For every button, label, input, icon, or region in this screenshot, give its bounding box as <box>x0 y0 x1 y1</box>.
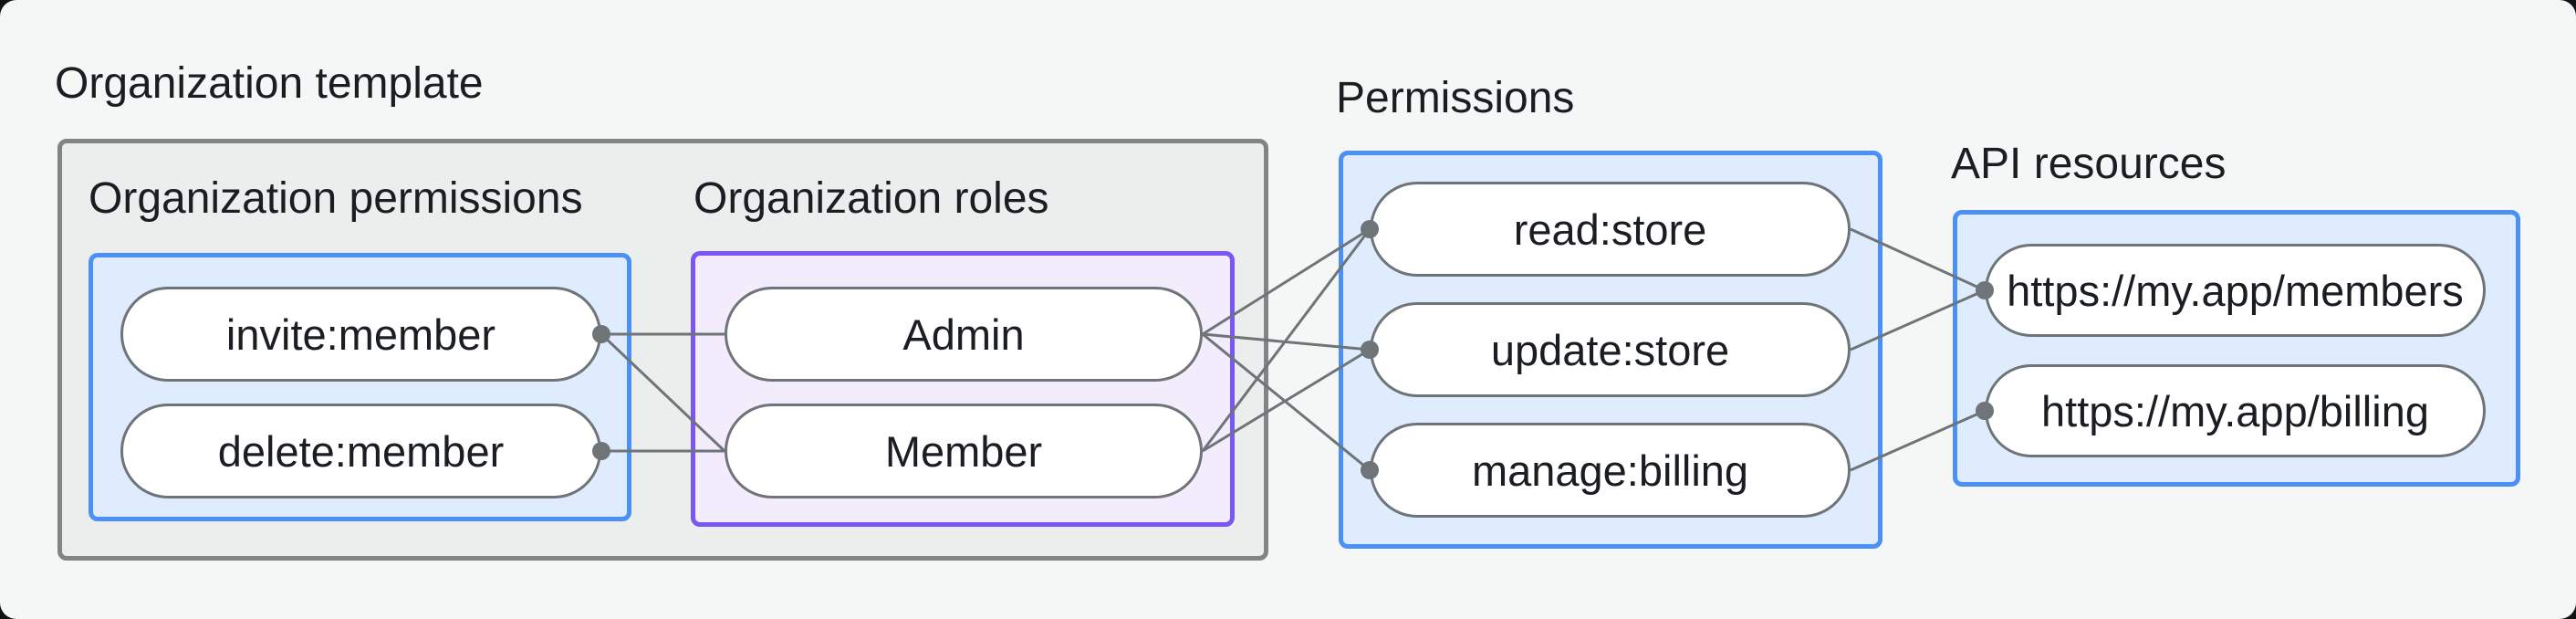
node-manage-billing: manage:billing <box>1370 423 1851 518</box>
api-resources-heading: API resources <box>1951 140 2227 188</box>
org-template-heading: Organization template <box>55 59 484 108</box>
node-api-billing-url: https://my.app/billing <box>1985 364 2486 457</box>
node-read-store: read:store <box>1370 182 1851 277</box>
node-admin-role: Admin <box>725 287 1203 382</box>
node-member-role: Member <box>725 404 1203 498</box>
node-update-store: update:store <box>1370 302 1851 397</box>
org-roles-heading: Organization roles <box>694 174 1049 223</box>
org-permissions-heading: Organization permissions <box>89 174 583 223</box>
node-delete-member: delete:member <box>120 404 601 498</box>
permissions-heading: Permissions <box>1336 74 1575 122</box>
node-api-members-url: https://my.app/members <box>1985 244 2486 337</box>
node-invite-member: invite:member <box>120 287 601 382</box>
